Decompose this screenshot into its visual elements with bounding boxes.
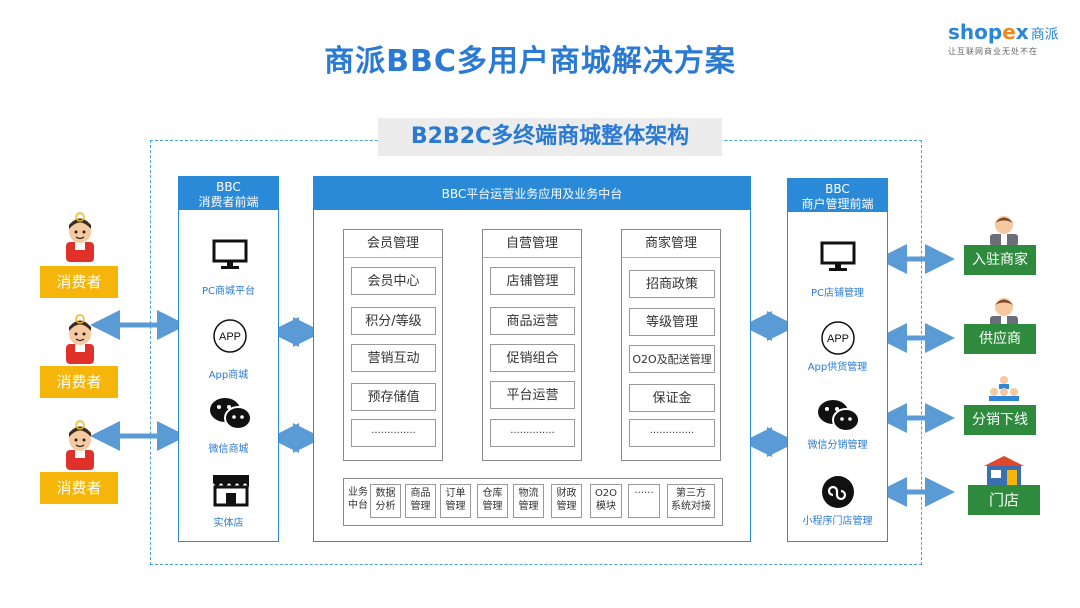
consumer-avatar-icon xyxy=(60,314,100,364)
consumer-label: 消费者 xyxy=(40,366,118,398)
logo-slogan: 让互联网商业无处不在 xyxy=(948,47,1038,56)
module-item: 商品运营 xyxy=(490,307,575,335)
middle-cell: 订单管理 xyxy=(440,484,471,518)
consumer-label: 消费者 xyxy=(40,266,118,298)
module-title: 商家管理 xyxy=(622,230,720,258)
middle-cell: 物流管理 xyxy=(513,484,544,518)
module-item: 店铺管理 xyxy=(490,267,575,295)
wechat-distribution-label: 微信分销管理 xyxy=(807,440,868,451)
wechat-icon xyxy=(816,398,862,434)
pc-mall-label: PC商城平台 xyxy=(201,286,255,297)
consumer-avatar-icon xyxy=(60,420,100,470)
module-title: 会员管理 xyxy=(344,230,442,258)
module-item: 会员中心 xyxy=(351,267,436,295)
module-item: 促销组合 xyxy=(490,344,575,372)
supplier-avatar-icon xyxy=(986,294,1022,328)
app-supply-label: App供货管理 xyxy=(807,362,868,373)
module-item: ·············· xyxy=(490,419,575,447)
app-mall-label: App商城 xyxy=(208,370,249,381)
middle-cell: 财政管理 xyxy=(551,484,582,518)
module-item: 平台运营 xyxy=(490,381,575,409)
middle-cell: 数据分析 xyxy=(370,484,401,518)
monitor-icon xyxy=(210,238,250,272)
merchant-frontend-head: BBC 商户管理前端 xyxy=(788,179,887,212)
platform-center-head: BBC平台运营业务应用及业务中台 xyxy=(314,177,750,210)
svg-text:APP: APP xyxy=(827,333,849,345)
merchant-label: 门店 xyxy=(968,485,1040,515)
merchant-label: 分销下线 xyxy=(964,405,1036,435)
module-item: 保证金 xyxy=(629,384,715,412)
wechat-mall-label: 微信商城 xyxy=(208,444,249,455)
svg-text:APP: APP xyxy=(219,331,241,343)
consumer-frontend-head: BBC 消费者前端 xyxy=(179,177,278,210)
pc-store-label: PC店铺管理 xyxy=(810,288,864,299)
page-title: 商派BBC多用户商城解决方案 xyxy=(324,44,736,79)
store-icon xyxy=(210,472,252,508)
middle-cell: 商品管理 xyxy=(405,484,436,518)
consumer-label: 消费者 xyxy=(40,472,118,504)
miniprogram-store-label: 小程序门店管理 xyxy=(802,516,873,527)
module-item: 营销互动 xyxy=(351,344,436,372)
consumer-avatar-icon xyxy=(60,212,100,262)
wechat-icon xyxy=(208,396,254,432)
app-icon: APP xyxy=(818,320,858,356)
module-item: 预存储值 xyxy=(351,383,436,411)
merchant-avatar-icon xyxy=(986,212,1022,246)
middle-platform-label: 业务 中台 xyxy=(348,487,368,511)
app-icon: APP xyxy=(210,318,250,354)
group-icon xyxy=(984,374,1024,404)
miniprogram-icon xyxy=(820,474,856,510)
module-item: 等级管理 xyxy=(629,308,715,336)
middle-cell: 第三方系统对接 xyxy=(667,484,715,518)
middle-cell: 仓库管理 xyxy=(477,484,508,518)
middle-cell: ······ xyxy=(628,484,660,518)
module-item: ·············· xyxy=(629,419,715,447)
monitor-icon xyxy=(818,240,858,274)
module-item: ·············· xyxy=(351,419,436,447)
shop-front-icon xyxy=(982,454,1026,490)
module-item: 积分/等级 xyxy=(351,307,436,335)
module-item: 招商政策 xyxy=(629,270,715,298)
diagram-title: B2B2C多终端商城整体架构 xyxy=(378,118,722,156)
physical-store-label: 实体店 xyxy=(213,518,244,529)
module-title: 自营管理 xyxy=(483,230,581,258)
merchant-label: 供应商 xyxy=(964,324,1036,354)
module-item: O2O及配送管理 xyxy=(629,345,715,373)
merchant-label: 入驻商家 xyxy=(964,245,1036,275)
